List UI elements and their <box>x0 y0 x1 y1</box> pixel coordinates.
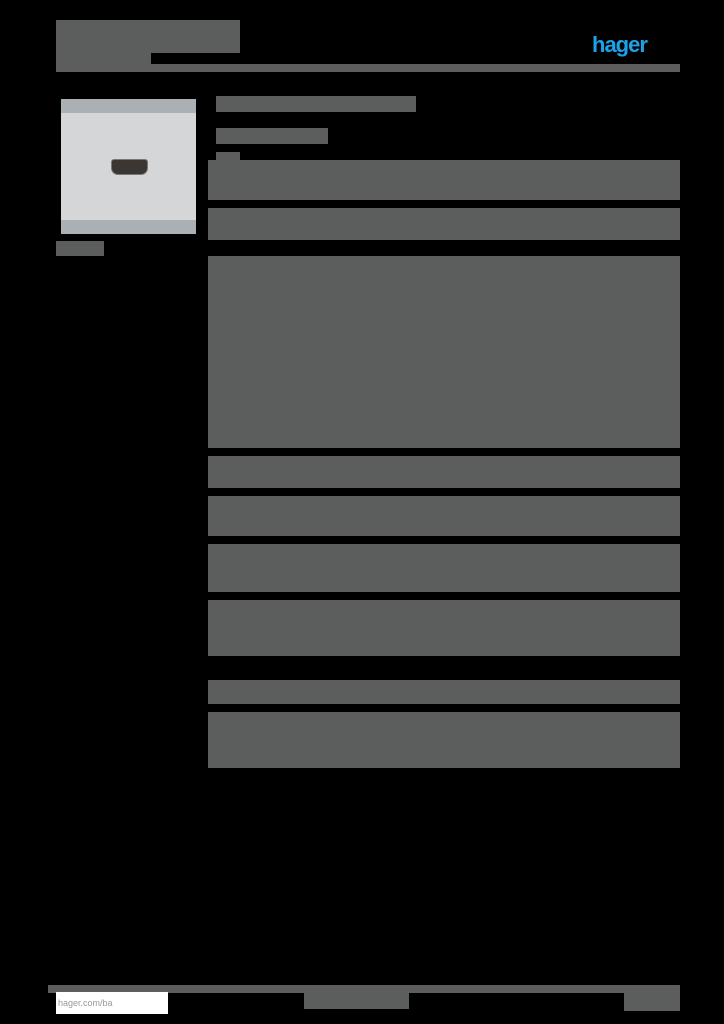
footer-url[interactable]: hager.com/ba <box>56 992 168 1014</box>
header-divider <box>56 64 680 72</box>
redacted-subtitle <box>56 53 151 65</box>
hdmi-socket-icon <box>111 159 148 175</box>
product-image <box>61 99 196 234</box>
redacted-footer-center <box>304 993 409 1009</box>
redacted-description-label <box>216 152 240 162</box>
redacted-spec-block-8 <box>208 680 680 704</box>
redacted-spec-block-9 <box>208 712 680 768</box>
redacted-description <box>208 160 680 200</box>
redacted-spec-block-6 <box>208 544 680 592</box>
redacted-spec-block-3 <box>208 352 680 448</box>
redacted-spec-block-2 <box>208 256 680 352</box>
redacted-spec-block-4 <box>208 456 680 488</box>
redacted-spec-block-7 <box>208 600 680 656</box>
redacted-spec-block-1 <box>208 208 680 240</box>
redacted-article-number <box>56 241 104 256</box>
redacted-title <box>56 20 240 53</box>
hager-logo: hager <box>592 32 648 57</box>
redacted-product-name <box>216 96 416 112</box>
redacted-page-number <box>624 993 680 1011</box>
redacted-product-code <box>216 128 328 144</box>
footer-divider <box>48 985 680 993</box>
redacted-spec-block-5 <box>208 496 680 536</box>
